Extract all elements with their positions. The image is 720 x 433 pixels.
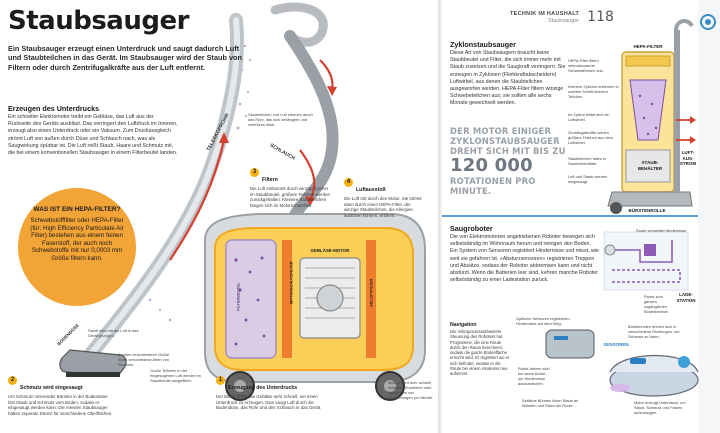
step-text: Der Motor dreht das Gebläse sehr schnell… — [216, 394, 322, 411]
left-page: Staubsauger Ein Staubsauger erzeugt eine… — [8, 2, 434, 416]
note-grosse-teilchen: Große Teilchen in der eingesogenen Luft … — [150, 368, 202, 383]
cyclone-note-4: Zentrifugalkräfte werfen größere Teilche… — [568, 130, 613, 145]
label-hepa-filter: HEPA-FILTER — [633, 44, 663, 49]
cyclone-arrowheads — [690, 116, 696, 144]
quote-number: 120 000 — [450, 155, 533, 176]
step-1: 1Erzeugung des Unterdrucks Der Motor dre… — [216, 376, 326, 411]
step-3: 3Filtern Die Luft entkommt durch winzige… — [250, 168, 330, 208]
robot-vacuum — [609, 355, 699, 397]
section-head-vacuum: Erzeugen des Unterdrucks — [8, 104, 100, 113]
cyclone-note-3: Im Zyklon bildet sich ein Luftwirbel. — [568, 112, 610, 122]
intro-text: Ein Staubsauger erzeugt einen Unterdruck… — [8, 44, 242, 72]
step-2: 2Schmutz wird eingesaugt Um Schmutz roti… — [8, 376, 114, 416]
robot-note-3: Seitliche Bürsten lösen Staub an Wänden … — [522, 398, 579, 408]
right-page: TECHNIK IM HAUSHALT Staubsauger 118 Zykl… — [440, 0, 720, 433]
section-head-cyclone: Zyklonstaubsauger — [450, 40, 516, 49]
label-motorschutzfilter: MOTORSCHUTZFILTER — [289, 261, 294, 304]
section-text-cyclone: Diese Art von Staubsaugern braucht keine… — [450, 50, 566, 107]
step-head: Erzeugung des Unterdrucks — [228, 385, 298, 391]
cyclone-note-6: Luft und Staub werden eingesaugt. — [568, 174, 608, 184]
quote-line1: DER MOTOR EINIGER ZYKLONSTAUBSAUGER DREH… — [450, 126, 566, 156]
cyclone-note-5: Staubteilchen fallen in Sammelbehälter. — [568, 156, 607, 166]
label-filterbeutel: FILTERBEUTEL — [236, 282, 241, 311]
handle — [270, 2, 328, 47]
header-section: TECHNIK IM HAUSHALT — [510, 10, 580, 17]
floor-nozzle — [59, 349, 127, 377]
hepa-answer: Schwebstofffilter oder HEPA-Filter (für:… — [30, 217, 124, 262]
note-motor-rotiert: Motor rotiert sehr schnell, meist mit Hu… — [388, 380, 434, 400]
cyclone-note-2: Kleinere Zyklone entfernen in zweiten Sc… — [568, 84, 619, 99]
pull-quote: DER MOTOR EINIGER ZYKLONSTAUBSAUGER DREH… — [450, 126, 568, 196]
robot-route-label: Route vermeidet Hindernisse — [636, 228, 687, 233]
page-title: Staubsauger — [8, 6, 189, 36]
running-header: TECHNIK IM HAUSHALT Staubsauger 118 — [510, 8, 614, 26]
step-head: Schmutz wird eingesaugt — [20, 385, 83, 391]
section-head-robot: Saugroboter — [450, 224, 493, 233]
label-sensoren: SENSOREN — [603, 342, 629, 347]
fan-motor — [299, 257, 361, 339]
right-diagrams — [440, 0, 720, 433]
navigation-text: Der mikroprozessorbasierte Steuerung des… — [450, 329, 510, 377]
section-text-vacuum: Ein schneller Elektromotor treibt ein Ge… — [8, 114, 178, 157]
step-4: 4Luftausstoß Die Luft tritt durch den Mo… — [344, 178, 424, 218]
step-number: 3 — [250, 168, 259, 177]
quote-line2: ROTATIONEN PRO MINUTE. — [450, 176, 536, 196]
vacuum-diagram — [59, 2, 426, 401]
robot-small-top — [545, 329, 595, 359]
step-head: Filtern — [262, 177, 278, 183]
page-edge-bar — [698, 0, 720, 433]
step-text: Die Luft tritt durch den Motor. Sie strö… — [344, 196, 422, 218]
note-staub-wird: Staub wird mit der Luft in das Gerät gez… — [88, 328, 139, 338]
robot-note-1: Optische Sensoren registrieren Hindernis… — [516, 316, 570, 326]
hepa-info-circle: WAS IST EIN HEPA-FILTER? Schwebstofffilt… — [18, 188, 136, 306]
note-staubteilchen: Staubteilchen und Luft strömen durch das… — [248, 112, 313, 127]
exhaust-filter — [366, 240, 376, 358]
page-gutter — [438, 0, 442, 433]
edge-gear-icon — [700, 14, 716, 30]
step-head: Luftausstoß — [356, 187, 386, 193]
robot-note-4: Robot drehen sich um seine Achse, um Hin… — [518, 366, 550, 386]
note-buersten: Bürsten verschiedener Größe lösen versch… — [118, 352, 170, 367]
step-number: 4 — [344, 178, 353, 187]
cyclone-note-1: HEPA-Filter filtern mikroskopische Schwe… — [568, 58, 604, 73]
label-abluftfilter: ABLUFTFILTER — [369, 278, 374, 307]
section-text-robot: Die von Elektromotoren angetriebenen Rob… — [450, 234, 599, 284]
robot-note-2: Bürstenrollen drehen sich in verschieden… — [628, 324, 680, 339]
label-luft-ausstrom: LUFT-AUS-STROM — [679, 150, 697, 166]
cyclone-airflow-arrows — [676, 119, 692, 141]
hose — [284, 30, 339, 231]
navigation-head: Navigation — [450, 322, 477, 328]
label-geblaese-motor: GEBLÄSE-MOTOR — [310, 248, 350, 253]
robot-route-access: Route zum ganzen zugänglichen Bodenberei… — [644, 294, 669, 314]
label-staubbehaelter: STAUB-BEHÄLTER — [637, 160, 663, 171]
step-number: 2 — [8, 376, 17, 385]
robot-note-5: Motor erzeugt Unterdruck, um Staub, Schm… — [634, 400, 686, 415]
label-buerstenrolle: BÜRSTENROLLE — [628, 208, 666, 213]
header-sub: Staubsauger — [547, 17, 580, 24]
step-text: Um Schmutz rotierender Bürsten in der Bo… — [8, 394, 113, 416]
page-number: 118 — [587, 9, 614, 25]
label-ladestation: LADE-STATION — [676, 292, 696, 303]
cyclone-vacuum — [607, 19, 694, 214]
robot-route-diagram — [603, 231, 689, 291]
filter-bag — [225, 239, 277, 359]
motor-protection-filter — [282, 240, 292, 358]
step-number: 1 — [216, 376, 225, 385]
step-text: Die Luft entkommt durch winzige Löcher i… — [250, 186, 330, 208]
hepa-question: WAS IST EIN HEPA-FILTER? — [33, 206, 121, 213]
telescope-tube — [83, 13, 244, 362]
wheels — [225, 371, 405, 401]
